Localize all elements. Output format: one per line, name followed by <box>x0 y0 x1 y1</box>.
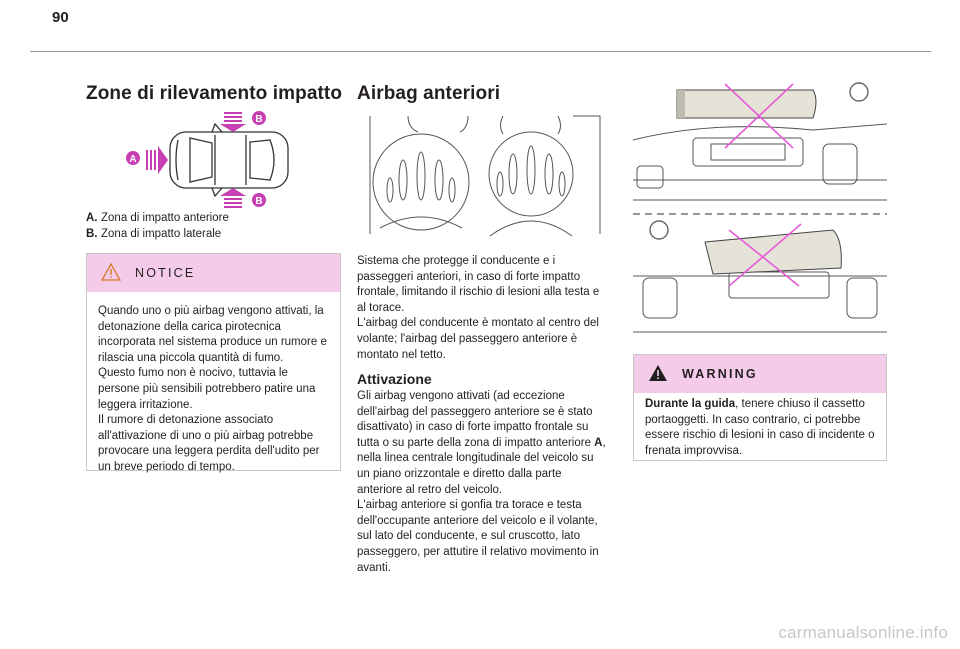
legend-key-b: B. <box>86 227 98 240</box>
legend-item-b: B.Zona di impatto laterale <box>86 227 336 243</box>
caution-triangle-icon <box>101 263 121 281</box>
warning-header: WARNING <box>634 355 886 393</box>
impact-zones-diagram: A B B <box>126 111 289 208</box>
notice-box: NOTICE Quando uno o più airbag vengono a… <box>86 253 341 473</box>
section-title-front-airbags: Airbag anteriori <box>357 83 501 104</box>
cross-bottom-icon <box>728 229 800 287</box>
section-title-impact-zones: Zone di rilevamento impatto <box>86 83 343 104</box>
impact-zones-legend: A.Zona di impatto anteriore B.Zona di im… <box>86 211 336 242</box>
steering-wheel-bottom-icon <box>649 220 669 240</box>
dashboard-bottom-scene-icon <box>633 271 887 333</box>
warning-box: WARNING Durante la guida, tenere chiuso … <box>633 354 887 461</box>
passenger-airbag-figure-icon <box>488 115 601 237</box>
warning-triangle-icon <box>649 365 667 381</box>
notice-header: NOTICE <box>87 254 340 292</box>
activation-zone-a: A <box>594 436 603 449</box>
warning-body-text: , tenere chiuso il cassetto portaoggetti… <box>645 398 875 457</box>
activation-text-part1: Gli airbag vengono attivati (ad eccezion… <box>357 390 595 449</box>
legend-item-a: A.Zona di impatto anteriore <box>86 211 336 227</box>
marker-b-top-icon <box>252 111 266 125</box>
side-impact-arrow-top-icon <box>220 112 246 132</box>
warning-label: WARNING <box>682 367 758 381</box>
frontal-impact-arrow-icon <box>146 146 168 174</box>
marker-b-top-label: B <box>255 114 262 125</box>
legend-key-a: A. <box>86 212 98 224</box>
side-impact-arrow-bottom-icon <box>220 188 246 208</box>
marker-a-label: A <box>129 154 136 165</box>
front-airbags-intro: Sistema che protegge il conducente e i p… <box>357 255 600 361</box>
warning-text: Durante la guida, tenere chiuso il casse… <box>645 397 876 459</box>
marker-b-bottom-icon <box>252 193 266 207</box>
watermark: carmanualsonline.info <box>778 623 948 642</box>
warning-bold-text: Durante la guida <box>645 398 736 410</box>
subsection-title-activation: Attivazione <box>357 371 432 387</box>
legend-text-a: Zona di impatto anteriore <box>101 212 229 224</box>
marker-a-icon <box>126 151 140 165</box>
notice-label: NOTICE <box>135 266 196 280</box>
car-top-view-icon <box>169 122 289 198</box>
activation-text-part2: , nella linea centrale longitudinale del… <box>357 436 606 574</box>
page-number: 90 <box>52 9 69 26</box>
header-divider <box>30 51 931 52</box>
legend-text-b: Zona di impatto laterale <box>101 227 222 240</box>
activation-text: Gli airbag vengono attivati (ad eccezion… <box>357 389 609 576</box>
notice-text: Quando uno o più airbag vengono attivati… <box>98 305 327 473</box>
steering-wheel-top-icon <box>849 82 869 102</box>
airbag-deployment-illustration <box>368 110 608 240</box>
driver-airbag-figure-icon <box>369 115 470 234</box>
marker-b-bottom-label: B <box>255 196 262 207</box>
glovebox-open-forbidden-illustration <box>633 82 887 333</box>
glovebox-lid-bottom-icon <box>704 229 842 275</box>
dashboard-top-scene-icon <box>633 123 887 201</box>
